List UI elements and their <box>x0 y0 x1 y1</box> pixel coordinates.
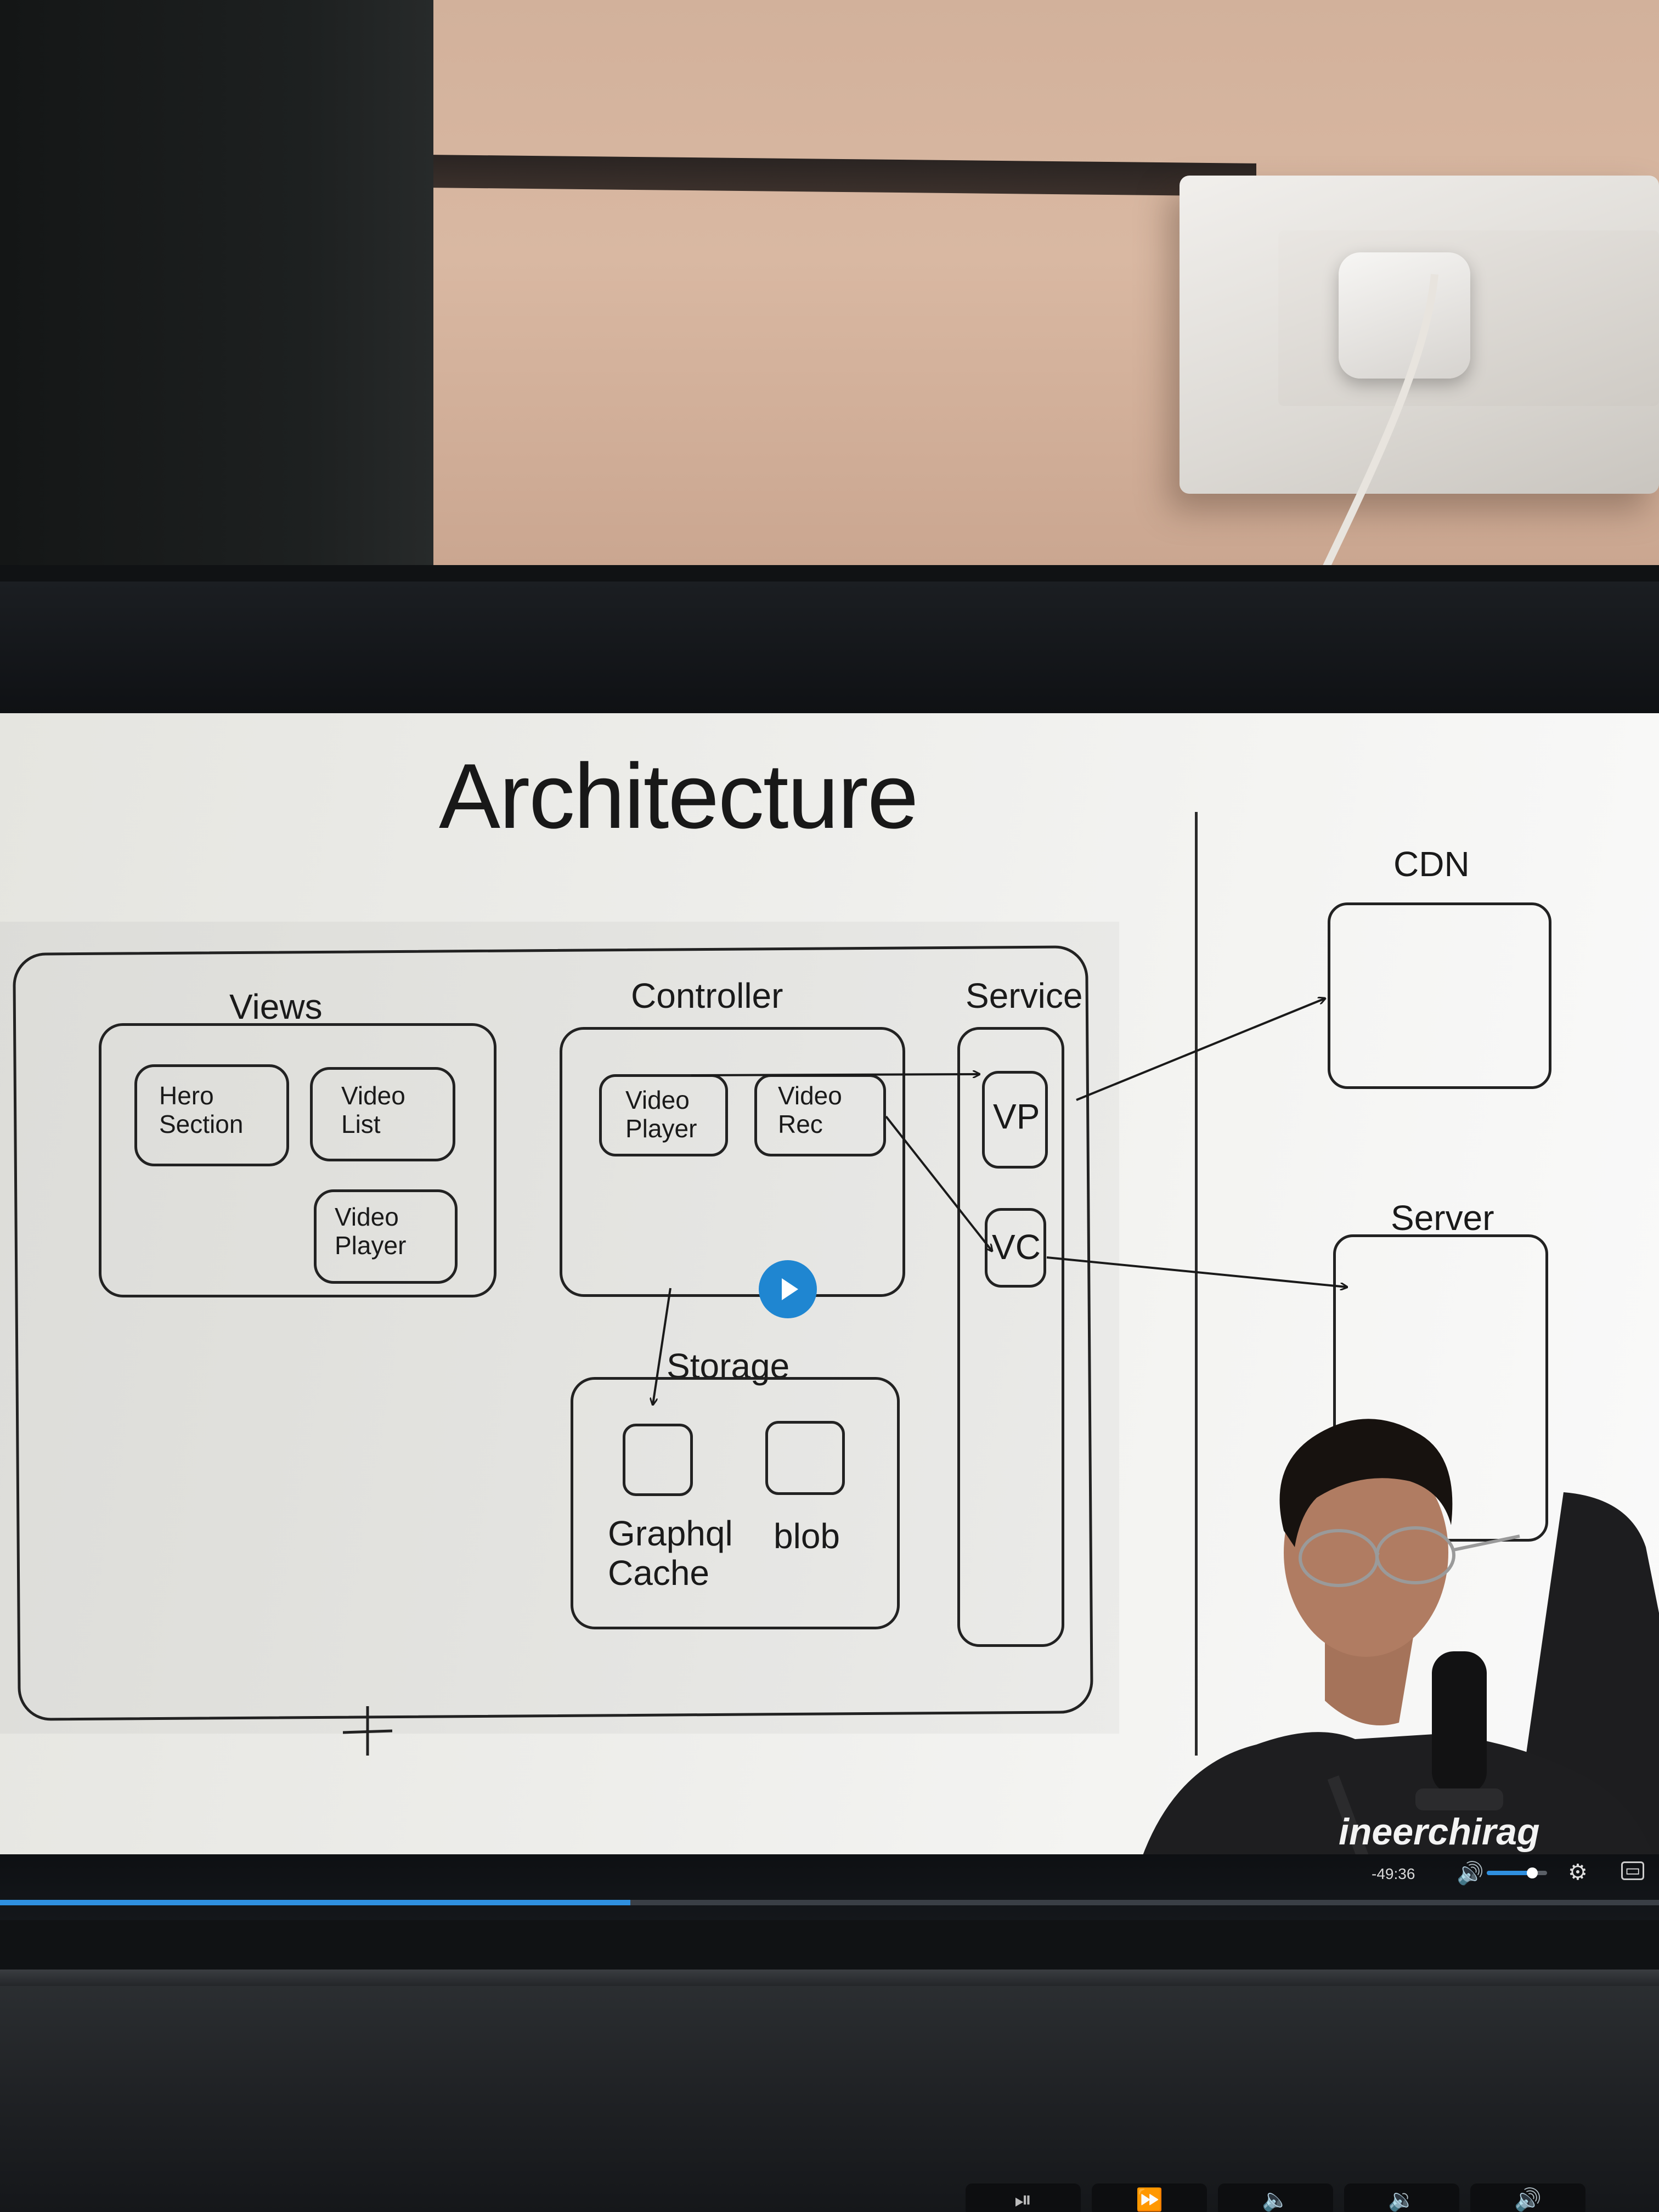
time-remaining: -49:36 <box>1372 1865 1415 1882</box>
progress-fill <box>0 1900 631 1905</box>
caption-icon[interactable]: ▭ <box>1621 1861 1644 1880</box>
views-label: Views <box>229 987 323 1026</box>
player-controls <box>0 1854 1659 1920</box>
storage-box <box>571 1377 900 1629</box>
slide: Architecture Views Hero Section Video Li… <box>0 713 1659 1876</box>
video-list-label: Video List <box>341 1081 405 1138</box>
speaker-icon[interactable]: 🔊 <box>1457 1861 1484 1886</box>
hero-section-label: Hero Section <box>159 1081 244 1138</box>
key-mute: 🔈 <box>1218 2183 1333 2212</box>
cdn-box <box>1328 902 1551 1089</box>
charger-plug <box>1339 252 1470 379</box>
vp-label: VP <box>993 1097 1040 1136</box>
volume-knob[interactable] <box>1526 1867 1538 1878</box>
views-box <box>99 1023 496 1297</box>
key-play-pause: ⏯ <box>966 2183 1081 2212</box>
video-screen: Architecture Views Hero Section Video Li… <box>0 713 1659 1876</box>
volume-fill <box>1487 1871 1532 1875</box>
key-fast-forward: ⏩ <box>1092 2183 1207 2212</box>
key-volume-down: 🔉 <box>1344 2183 1459 2212</box>
presenter-watermark: ineerchirag <box>1339 1811 1540 1853</box>
video-rec-label: Video Rec <box>778 1081 842 1138</box>
play-icon[interactable] <box>759 1260 817 1318</box>
blob-box <box>765 1421 845 1495</box>
cdn-label: CDN <box>1393 844 1470 884</box>
plus-cursor-icon <box>343 1706 392 1756</box>
hero-section-box <box>134 1064 289 1166</box>
graphql-cache-label: Graphql Cache <box>608 1514 733 1593</box>
presenter-webcam <box>1136 1419 1659 1876</box>
server-label: Server <box>1391 1198 1494 1238</box>
controller-video-player-box <box>599 1074 728 1156</box>
controller-label: Controller <box>631 976 783 1015</box>
service-label: Service <box>966 976 1083 1015</box>
video-list-box <box>310 1067 455 1161</box>
blob-label: blob <box>774 1516 840 1556</box>
keyboard <box>0 1986 1659 2212</box>
key-volume-up: 🔊 <box>1470 2183 1585 2212</box>
browser-chrome <box>0 582 1659 713</box>
controller-box <box>560 1027 905 1297</box>
external-monitor <box>0 0 433 571</box>
service-box <box>957 1027 1064 1647</box>
views-video-player-label: Video Player <box>335 1203 407 1260</box>
graphql-cache-box <box>623 1424 693 1496</box>
views-video-player-box <box>314 1189 458 1284</box>
controller-video-player-label: Video Player <box>625 1086 697 1143</box>
volume-slider[interactable] <box>1487 1867 1547 1878</box>
charger-cable <box>1313 274 1438 589</box>
slide-title: Architecture <box>439 744 918 848</box>
progress-bar[interactable] <box>0 1900 1659 1905</box>
gear-icon[interactable]: ⚙ <box>1568 1860 1588 1885</box>
vc-label: VC <box>992 1227 1041 1267</box>
